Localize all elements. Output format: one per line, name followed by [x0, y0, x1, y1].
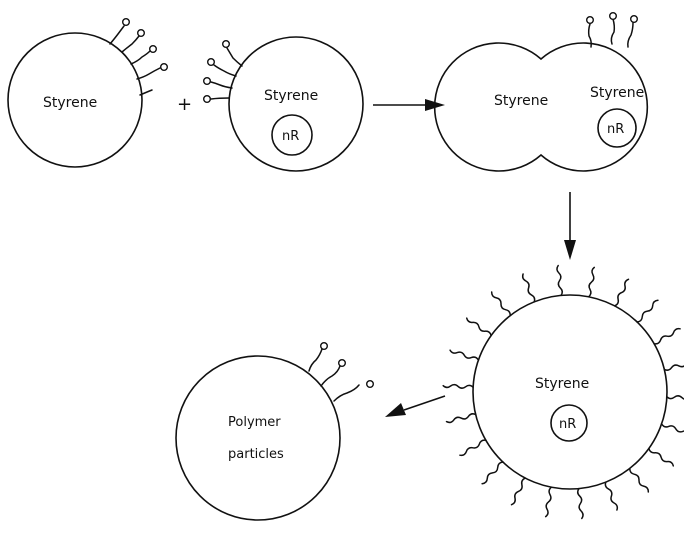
surfactant-tail [648, 447, 675, 467]
surfactant-tail [226, 47, 243, 67]
surfactant-tail [130, 50, 151, 65]
surfactant-head [121, 18, 130, 27]
surfactant-tail [121, 35, 140, 53]
plus-sign: + [177, 94, 192, 115]
surfactant-tail [139, 89, 153, 96]
arrow-head [385, 403, 406, 417]
surfactant-group-micelle [202, 40, 243, 103]
surfactant-tail [663, 364, 684, 371]
merged-droplet: Styrene Styrene nR [433, 11, 649, 172]
surfactant-head [221, 40, 230, 49]
surfactant-tail [576, 487, 584, 520]
surfactant-tail [481, 461, 504, 485]
polymer-label-line2: particles [228, 447, 284, 462]
radical-circle [550, 404, 588, 442]
polymer-outline [175, 355, 341, 521]
surfactant-tail [613, 278, 630, 307]
surfactant-head [630, 14, 639, 23]
surfactant-hair-layer [442, 264, 684, 520]
surfactant-tail [636, 299, 659, 323]
swollen-particle: Styrene nR [442, 264, 684, 520]
surfactant-tail [210, 81, 233, 89]
droplet-left-label: Styrene [43, 95, 97, 111]
surfactant-head [366, 380, 375, 389]
surfactant-tail [629, 467, 650, 493]
surfactant-head [159, 63, 168, 72]
surfactant-head [609, 11, 618, 20]
micelle-outline [228, 36, 364, 172]
merged-radical-label: nR [607, 122, 624, 137]
merged-left-label: Styrene [494, 93, 548, 109]
surfactant-tail [604, 481, 619, 511]
surfactant-tail [587, 23, 592, 48]
surfactant-head [148, 45, 157, 54]
surfactant-group-left [109, 18, 168, 96]
surfactant-group-polymer [308, 342, 375, 402]
surfactant-tail [610, 18, 616, 45]
surfactant-tail [333, 384, 360, 402]
surfactant-tail [449, 349, 480, 361]
swollen-radical-label: nR [559, 417, 576, 432]
merged-right-label: Styrene [590, 85, 644, 101]
surfactant-tail [320, 365, 341, 387]
styrene-droplet-left: Styrene [7, 18, 168, 168]
arrow-shaft [403, 395, 446, 411]
surfactant-tail [308, 348, 323, 372]
surfactant-tail [556, 264, 564, 297]
surfactant-head [320, 342, 329, 351]
swollen-outline [472, 294, 668, 490]
radical-circle [271, 114, 313, 156]
surfactant-head [202, 76, 211, 85]
arrow-down-left [385, 395, 446, 417]
surfactant-tail [465, 317, 492, 337]
surfactant-tail [445, 413, 477, 424]
surfactant-head [202, 94, 211, 103]
surfactant-tail [660, 423, 684, 433]
surfactant-group-merged [586, 11, 639, 48]
surfactant-tail [459, 439, 487, 457]
surfactant-tail [490, 291, 511, 317]
droplet-left-outline [7, 32, 143, 168]
polymer-label-line1: Polymer [228, 415, 281, 430]
surfactant-tail [109, 25, 125, 45]
polymer-particle: Polymer particles [175, 342, 375, 521]
micelle-label: Styrene [264, 88, 318, 104]
surfactant-tail [666, 395, 684, 400]
arrow-head [564, 240, 576, 260]
arrow-down [564, 192, 576, 260]
surfactant-head [136, 29, 145, 38]
swollen-label: Styrene [535, 376, 589, 392]
surfactant-head [586, 16, 595, 25]
radical-circle [597, 108, 637, 148]
surfactant-head [338, 359, 347, 368]
styrene-micelle: Styrene nR [202, 36, 364, 172]
surfactant-tail [653, 327, 681, 345]
surfactant-tail [213, 64, 237, 77]
surfactant-tail [627, 22, 634, 48]
surfactant-tail [521, 273, 536, 303]
surfactant-tail [210, 97, 230, 100]
surfactant-tail [544, 486, 553, 518]
micelle-radical-label: nR [282, 129, 299, 144]
surfactant-tail [587, 266, 596, 298]
surfactant-tail [510, 477, 527, 506]
surfactant-tail [442, 383, 474, 389]
surfactant-tail [136, 67, 161, 80]
surfactant-head [206, 58, 215, 67]
merged-outline [433, 42, 649, 172]
